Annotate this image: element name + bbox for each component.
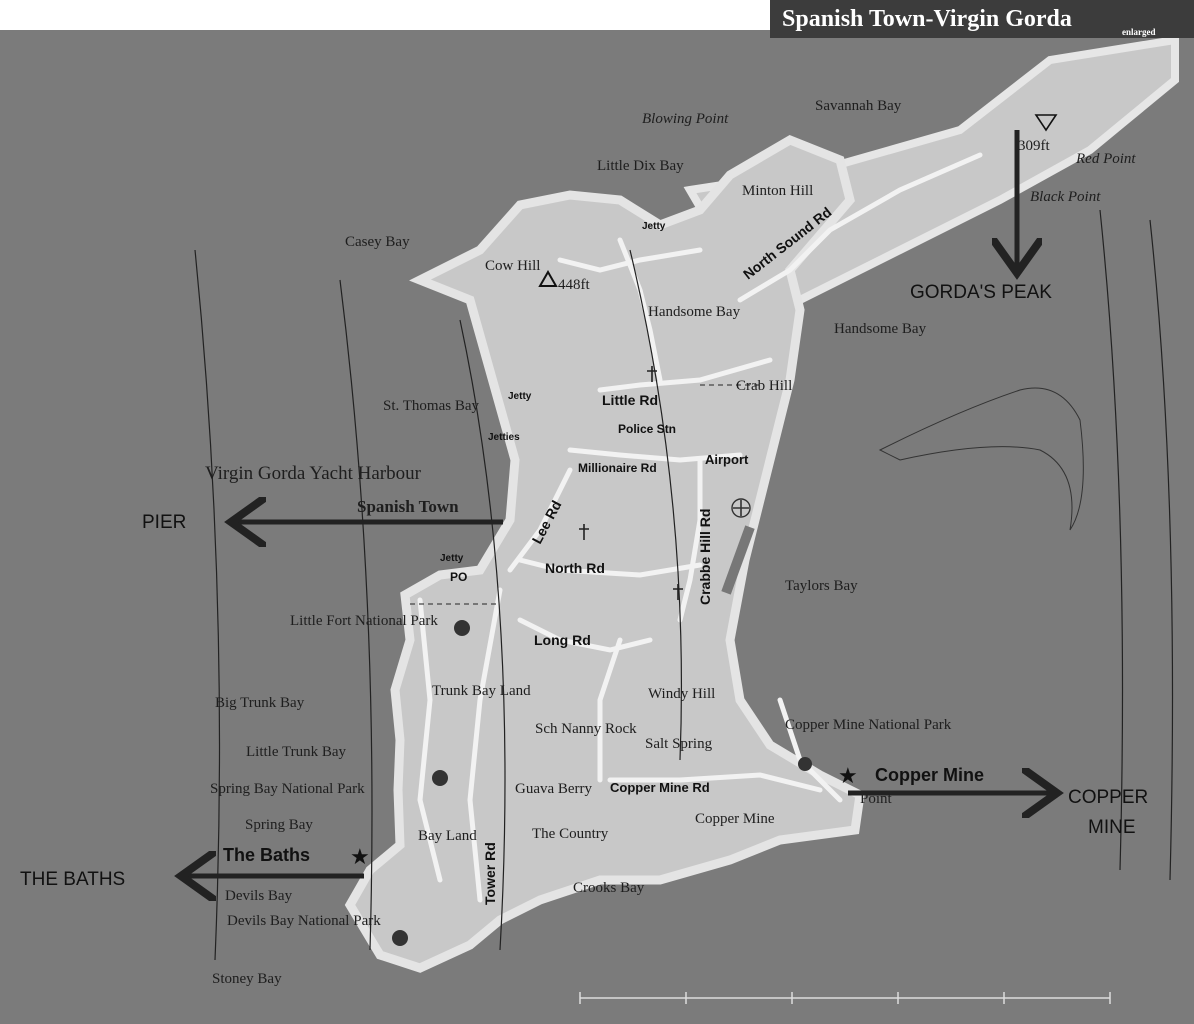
- park-icon-spring-bay: [432, 770, 448, 786]
- label-big-trunk-bay: Big Trunk Bay: [215, 695, 305, 711]
- park-icon-copper-mine: [798, 757, 812, 771]
- label-the-country: The Country: [532, 826, 609, 842]
- label-north-rd: North Rd: [545, 560, 605, 576]
- label-cow-hill-elevation: 448ft: [558, 277, 590, 293]
- poi-the-baths: The Baths: [223, 845, 310, 865]
- star-icon: ★: [838, 763, 858, 788]
- label-copper-mine-np: Copper Mine National Park: [785, 717, 952, 733]
- label-devils-bay-np: Devils Bay National Park: [227, 913, 381, 929]
- cross-icon: [673, 584, 683, 600]
- road-network: [417, 152, 983, 903]
- label-blowing-point: Blowing Point: [642, 111, 729, 127]
- elevation-markers: 448ft 309ft: [538, 114, 1058, 293]
- label-black-point: Black Point: [1030, 189, 1101, 205]
- label-copper-mine-rd: Copper Mine Rd: [610, 780, 710, 795]
- label-long-rd: Long Rd: [534, 632, 591, 648]
- label-tower-rd: Tower Rd: [482, 842, 498, 905]
- triangle-icon: [538, 269, 558, 287]
- label-guava-berry: Guava Berry: [515, 781, 593, 797]
- star-icon: ★: [350, 844, 370, 869]
- label-taylors-bay: Taylors Bay: [785, 578, 858, 594]
- label-jetty-west: Jetty: [508, 391, 532, 402]
- label-jetty-south: Jetty: [440, 553, 464, 564]
- triangle-down-icon: [1034, 114, 1058, 132]
- label-st-thomas-bay: St. Thomas Bay: [383, 398, 479, 414]
- label-spring-bay-np: Spring Bay National Park: [210, 781, 365, 797]
- label-po: PO: [450, 570, 467, 584]
- place-labels: Blowing Point Savannah Bay Little Dix Ba…: [205, 98, 1136, 987]
- label-jetties: Jetties: [488, 432, 520, 443]
- park-icon-little-fort: [454, 620, 470, 636]
- label-bay-land: Bay Land: [418, 828, 477, 844]
- label-crabbe-hill-rd: Crabbe Hill Rd: [697, 509, 713, 605]
- label-crab-hill: Crab Hill: [736, 378, 792, 394]
- label-salt-spring: Salt Spring: [645, 736, 713, 752]
- label-minton-hill: Minton Hill: [742, 183, 813, 199]
- label-copper-mine-area: Copper Mine: [695, 811, 775, 827]
- label-handsome-bay-outer: Handsome Bay: [834, 321, 927, 337]
- cross-icon: [647, 366, 657, 382]
- label-devils-bay: Devils Bay: [225, 888, 293, 904]
- map-subtitle: enlarged: [1122, 27, 1156, 37]
- label-millionaire-rd: Millionaire Rd: [578, 461, 657, 475]
- hand-lines: [194, 209, 1174, 961]
- callout-gordas-peak: GORDA'S PEAK: [910, 282, 1052, 303]
- callout-the-baths: THE BATHS: [20, 869, 125, 890]
- label-spanish-town: Spanish Town: [357, 497, 459, 516]
- label-jetty-north: Jetty: [642, 221, 666, 232]
- facility-labels: Jetty Jetty Jetties Jetty PO Police Stn …: [440, 221, 749, 584]
- callout-pier: PIER: [142, 512, 186, 533]
- reef-east: [878, 387, 1084, 531]
- label-gordas-peak-elevation: 309ft: [1018, 138, 1050, 154]
- label-little-fort-np: Little Fort National Park: [290, 613, 438, 629]
- label-little-trunk-bay: Little Trunk Bay: [246, 744, 347, 760]
- park-icon-devils-bay: [392, 930, 408, 946]
- label-crooks-bay: Crooks Bay: [573, 880, 645, 896]
- title-banner: Spanish Town-Virgin Gorda enlarged: [770, 0, 1194, 38]
- label-handsome-bay-inner: Handsome Bay: [648, 304, 741, 320]
- park-icons: [392, 620, 812, 946]
- island-landmass: [344, 135, 865, 973]
- poi-labels: ★ Copper Mine The Baths ★: [223, 763, 984, 869]
- callout-arrows: [186, 130, 1052, 876]
- map-title: Spanish Town-Virgin Gorda: [782, 6, 1072, 32]
- label-spring-bay: Spring Bay: [245, 817, 313, 833]
- label-sch-nanny-rock: Sch Nanny Rock: [535, 721, 637, 737]
- callout-copper-mine-line2: MINE: [1088, 817, 1136, 838]
- label-windy-hill: Windy Hill: [648, 686, 715, 702]
- label-savannah-bay: Savannah Bay: [815, 98, 902, 114]
- label-casey-bay: Casey Bay: [345, 234, 410, 250]
- label-little-dix-bay: Little Dix Bay: [597, 158, 684, 174]
- label-airport: Airport: [705, 452, 749, 467]
- church-icons: [579, 366, 683, 600]
- airport-icon: [731, 498, 751, 518]
- callout-labels: GORDA'S PEAK PIER COPPER MINE THE BATHS: [20, 282, 1148, 890]
- callout-copper-mine-line1: COPPER: [1068, 787, 1148, 808]
- runway: [721, 525, 755, 595]
- poi-copper-mine: Copper Mine: [875, 765, 984, 785]
- cross-icon: [579, 524, 589, 540]
- label-cow-hill: Cow Hill: [485, 258, 540, 274]
- label-trunk-bay-land: Trunk Bay Land: [432, 683, 531, 699]
- label-little-rd: Little Rd: [602, 392, 658, 408]
- label-yacht-harbour: Virgin Gorda Yacht Harbour: [205, 463, 422, 484]
- scale-bar: [579, 992, 1111, 1004]
- label-police-stn: Police Stn: [618, 422, 676, 436]
- label-red-point: Red Point: [1075, 151, 1136, 167]
- label-stoney-bay: Stoney Bay: [212, 971, 282, 987]
